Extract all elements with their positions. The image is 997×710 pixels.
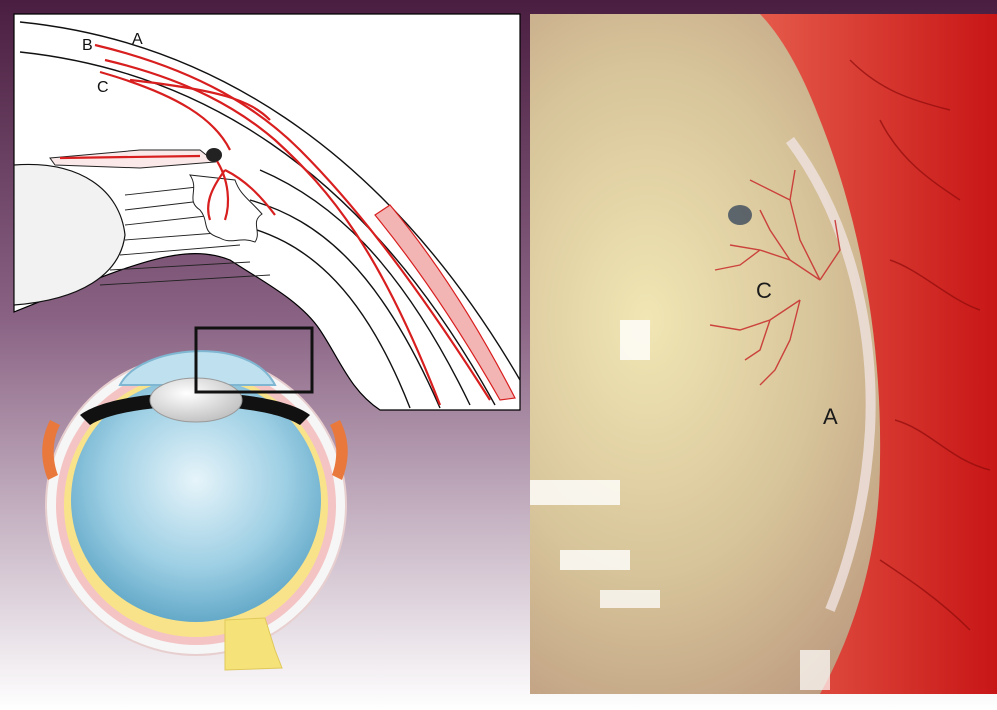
photo-label-a: A [823, 404, 838, 429]
diagram-label-c: C [97, 79, 109, 96]
diagram-label-a: A [132, 31, 143, 48]
slit-lamp-photo: C A [530, 14, 997, 694]
canal-of-schlemm [206, 148, 222, 162]
diagram-label-b: B [82, 37, 93, 54]
photo-label-c: C [756, 278, 772, 303]
